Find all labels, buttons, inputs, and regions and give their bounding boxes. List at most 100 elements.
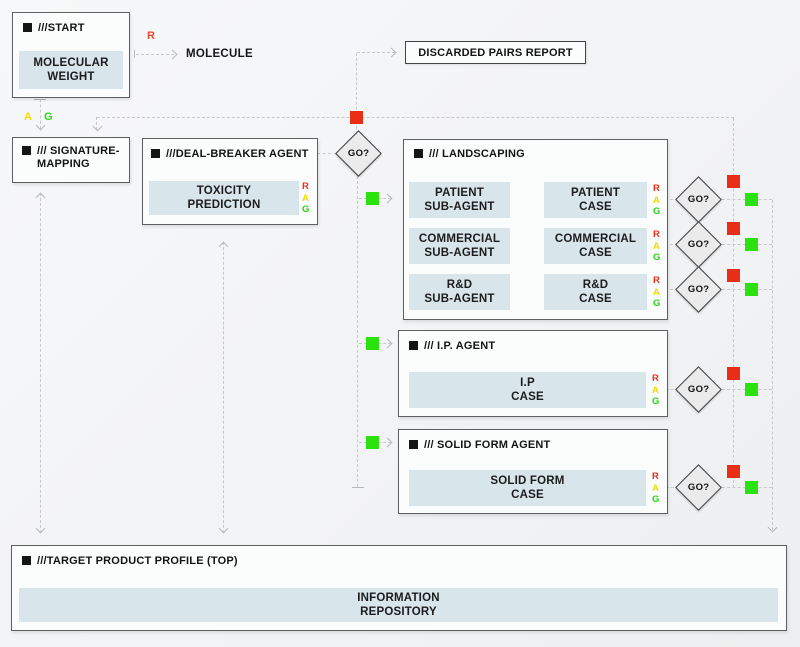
go-decision-dealbreaker: GO? — [335, 130, 382, 177]
arrowhead-up-icon — [218, 241, 229, 252]
go-label: GO? — [687, 481, 710, 493]
connector-case-to-go — [666, 389, 678, 390]
landscaping-title: /// LANDSCAPING — [414, 148, 525, 161]
patient-sub-agent: PATIENT SUB-AGENT — [409, 182, 510, 218]
commercial-case: COMMERCIAL CASE — [544, 228, 647, 264]
bullet-square-icon — [409, 440, 418, 449]
go-label: GO? — [687, 283, 710, 295]
rag-red: R — [653, 275, 660, 286]
target-product-profile-node: ///TARGET PRODUCT PROFILE (TOP) INFORMAT… — [11, 545, 787, 631]
connector-tail-tick — [134, 50, 135, 58]
red-status-square — [727, 465, 740, 478]
connector-go-green-branch — [357, 176, 358, 487]
green-status-square — [745, 481, 758, 494]
connector-case-to-go — [666, 487, 678, 488]
arrowhead-up-icon — [35, 192, 46, 203]
discarded-pairs-report: DISCARDED PAIRS REPORT — [405, 41, 586, 64]
connector-tail-tick — [34, 99, 46, 100]
rd-case: R&D CASE — [544, 274, 647, 310]
ip-case: I.P CASE — [409, 372, 646, 408]
go-label: GO? — [687, 383, 710, 395]
arrowhead-down-icon — [767, 522, 778, 533]
green-status-square — [366, 337, 379, 350]
solid-form-agent-node: /// SOLID FORM AGENT SOLID FORM CASE R A… — [398, 429, 668, 514]
rag-amber: A — [652, 482, 659, 494]
red-status-square — [727, 222, 740, 235]
bullet-square-icon — [151, 149, 160, 158]
green-status-square — [745, 283, 758, 296]
connector-to-discarded-report — [357, 52, 395, 53]
molecule-label: MOLECULE — [186, 48, 253, 60]
go-label: GO? — [347, 147, 370, 159]
go-label: GO? — [687, 193, 710, 205]
connector-dealbreaker-to-go — [317, 153, 342, 154]
bullet-square-icon — [22, 146, 31, 155]
red-status-square — [727, 367, 740, 380]
go-decision-solid-form: GO? — [675, 464, 722, 511]
arrowhead-right-icon — [167, 49, 178, 60]
information-repository: INFORMATION REPOSITORY — [19, 588, 778, 622]
signature-mapping-title-label: /// SIGNATURE-MAPPING — [37, 145, 120, 170]
bullet-square-icon — [414, 149, 423, 158]
rag-green: G — [302, 204, 310, 215]
bullet-square-icon — [409, 341, 418, 350]
rag-amber: A — [653, 286, 660, 298]
arrowhead-down-icon — [218, 523, 229, 534]
connector-signature-to-tpp — [40, 193, 41, 533]
connector-start-to-signature — [40, 99, 41, 129]
connector-case-to-go — [660, 289, 678, 290]
deal-breaker-title: ///DEAL-BREAKER AGENT — [151, 148, 309, 161]
solid-form-agent-title: /// SOLID FORM AGENT — [409, 439, 550, 452]
rag-indicator: R A G — [653, 229, 660, 264]
bullet-square-icon — [23, 23, 32, 32]
signature-mapping-node: /// SIGNATURE-MAPPING — [12, 137, 130, 183]
signature-mapping-title: /// SIGNATURE-MAPPING — [22, 145, 122, 171]
ip-agent-node: /// I.P. AGENT I.P CASE R A G — [398, 330, 668, 417]
rag-indicator: R A G — [652, 471, 659, 506]
rag-green: G — [653, 298, 661, 309]
rd-sub-agent: R&D SUB-AGENT — [409, 274, 510, 310]
green-flag-label: G — [44, 111, 53, 123]
rag-indicator: R A G — [653, 275, 660, 310]
connector-case-to-go — [660, 244, 678, 245]
green-status-square — [745, 193, 758, 206]
ip-agent-title: /// I.P. AGENT — [409, 340, 495, 353]
commercial-sub-agent: COMMERCIAL SUB-AGENT — [409, 228, 510, 264]
rag-amber: A — [653, 240, 660, 252]
rag-green: G — [652, 494, 660, 505]
connector-end-tick — [352, 487, 364, 488]
rag-red: R — [653, 183, 660, 194]
connector-red-collector — [733, 118, 734, 488]
solid-form-agent-title-label: /// SOLID FORM AGENT — [424, 439, 551, 451]
rag-red: R — [302, 181, 309, 192]
go-decision-patient: GO? — [675, 176, 722, 223]
landscaping-node: /// LANDSCAPING PATIENT SUB-AGENT PATIEN… — [403, 139, 668, 320]
red-status-square — [727, 175, 740, 188]
rag-green: G — [653, 252, 661, 263]
arrowhead-right-icon — [382, 193, 393, 204]
green-status-square — [366, 436, 379, 449]
go-decision-rd: GO? — [675, 266, 722, 313]
bullet-square-icon — [22, 556, 31, 565]
start-node: ///START MOLECULAR WEIGHT — [12, 12, 130, 98]
tpp-title-label: ///TARGET PRODUCT PROFILE (TOP) — [37, 555, 238, 567]
arrowhead-down-icon — [35, 523, 46, 534]
rag-indicator: R A G — [302, 181, 309, 216]
rag-amber: A — [653, 194, 660, 206]
go-decision-commercial: GO? — [675, 221, 722, 268]
connector-molecule-vertical — [356, 53, 357, 134]
rag-amber: A — [302, 192, 309, 204]
patient-case: PATIENT CASE — [544, 182, 647, 218]
rag-red: R — [652, 373, 659, 384]
connector-dealbreaker-to-tpp — [223, 242, 224, 533]
tpp-title: ///TARGET PRODUCT PROFILE (TOP) — [22, 555, 238, 568]
rag-indicator: R A G — [652, 373, 659, 408]
arrowhead-right-icon — [386, 47, 397, 58]
connector-feedback-corner — [96, 117, 97, 130]
arrowhead-right-icon — [382, 437, 393, 448]
deal-breaker-title-label: ///DEAL-BREAKER AGENT — [166, 148, 309, 160]
green-status-square — [745, 383, 758, 396]
red-status-square — [727, 269, 740, 282]
green-status-square — [745, 238, 758, 251]
red-status-square — [350, 111, 363, 124]
